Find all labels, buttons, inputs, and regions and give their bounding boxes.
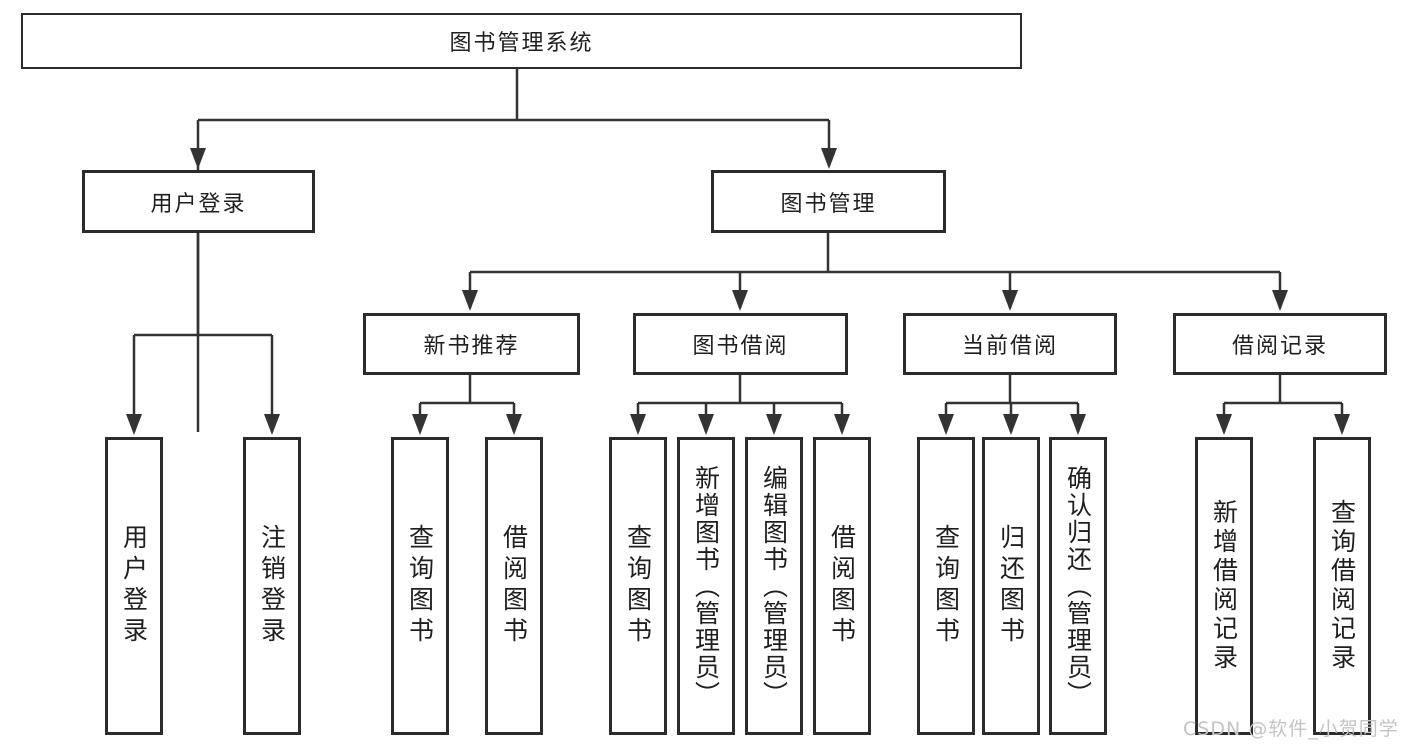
node-borrow-record: 借阅记录 xyxy=(1173,313,1387,375)
node-leaf-add-book: 新增图书（管理员） xyxy=(677,437,735,735)
connector-current-borrow-branch xyxy=(944,375,1080,432)
connector-new-book-branch xyxy=(418,375,516,432)
node-leaf-add-borrow-record-label: 新增借阅记录 xyxy=(1209,499,1239,673)
node-new-book-recommend: 新书推荐 xyxy=(363,313,580,375)
node-book-borrow: 图书借阅 xyxy=(633,313,848,375)
node-leaf-borrow-book-1: 借阅图书 xyxy=(485,437,543,735)
csdn-watermark: CSDN @软件_小贺同学 xyxy=(1183,718,1399,740)
node-leaf-logout: 注销登录 xyxy=(243,437,301,735)
node-user-login-label: 用户登录 xyxy=(150,191,247,217)
node-leaf-add-book-label: 新增图书（管理员） xyxy=(691,464,721,708)
node-leaf-add-borrow-record: 新增借阅记录 xyxy=(1195,437,1253,735)
node-leaf-search-borrow-record-label: 查询借阅记录 xyxy=(1327,499,1357,673)
node-leaf-logout-label: 注销登录 xyxy=(257,524,287,648)
node-library-system: 图书管理系统 xyxy=(21,13,1022,69)
node-leaf-edit-book: 编辑图书（管理员） xyxy=(745,437,803,735)
node-leaf-search-book-2-label: 查询图书 xyxy=(623,524,653,648)
node-leaf-search-borrow-record: 查询借阅记录 xyxy=(1313,437,1371,735)
node-book-borrow-label: 图书借阅 xyxy=(692,334,789,359)
node-leaf-return-book-label: 归还图书 xyxy=(996,524,1026,648)
connector-borrow-record-branch xyxy=(1222,375,1344,432)
node-book-management: 图书管理 xyxy=(711,170,946,233)
node-leaf-search-book-1: 查询图书 xyxy=(391,437,449,735)
node-leaf-search-book-2: 查询图书 xyxy=(609,437,667,735)
node-leaf-borrow-book-2: 借阅图书 xyxy=(813,437,871,735)
connector-user-login-branch xyxy=(132,233,274,432)
node-leaf-edit-book-label: 编辑图书（管理员） xyxy=(759,464,789,708)
node-leaf-search-book-3-label: 查询图书 xyxy=(931,524,961,648)
node-borrow-record-label: 借阅记录 xyxy=(1231,334,1328,359)
node-leaf-user-login-label: 用户登录 xyxy=(119,524,149,648)
node-leaf-search-book-3: 查询图书 xyxy=(917,437,975,735)
connector-root-to-level2 xyxy=(196,69,831,432)
node-leaf-return-book: 归还图书 xyxy=(982,437,1040,735)
node-leaf-user-login: 用户登录 xyxy=(105,437,163,735)
node-leaf-confirm-return-label: 确认归还（管理员） xyxy=(1063,464,1093,708)
connector-book-borrow-branch xyxy=(636,375,844,432)
node-library-system-label: 图书管理系统 xyxy=(449,31,594,56)
connector-book-management-branch xyxy=(468,233,1282,308)
node-leaf-borrow-book-1-label: 借阅图书 xyxy=(499,524,529,648)
node-current-borrow: 当前借阅 xyxy=(903,313,1117,375)
node-leaf-confirm-return: 确认归还（管理员） xyxy=(1049,437,1107,735)
node-leaf-search-book-1-label: 查询图书 xyxy=(405,524,435,648)
node-book-management-label: 图书管理 xyxy=(780,191,877,217)
node-new-book-recommend-label: 新书推荐 xyxy=(423,334,520,359)
node-user-login: 用户登录 xyxy=(82,170,315,233)
node-current-borrow-label: 当前借阅 xyxy=(961,334,1058,359)
node-leaf-borrow-book-2-label: 借阅图书 xyxy=(827,524,857,648)
